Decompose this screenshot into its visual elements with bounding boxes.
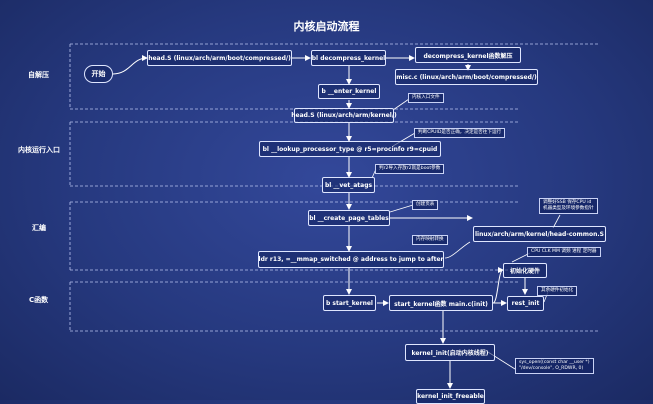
bl-lookup-processor-type-node: bl __lookup_processor_type @ r5=procinfo… xyxy=(259,141,441,157)
note-sys-open: sys_open((const char __user *) "/dev/con… xyxy=(515,358,594,374)
connector xyxy=(112,55,148,75)
note-head-common: 调整好SSB 保存CPU id 机器类型及环境参数指针 xyxy=(539,198,598,214)
start-kernel-main-node: start_kernel函数 main.c(init) xyxy=(389,295,493,311)
init-hardware-node: 初始化硬件 xyxy=(503,263,547,278)
head-common-node: linux/arch/arm/kernel/head-common.S xyxy=(473,226,606,242)
note-kernel-entry-file: 内核入口文件 xyxy=(408,93,444,103)
flow-connectors xyxy=(112,55,528,389)
b-enter-kernel-node: b __enter_kernel xyxy=(318,84,380,99)
note-check-r2: 判r2导入存放r2就是boot参数 xyxy=(375,164,445,174)
section-label-kernel-entry: 内核运行入口 xyxy=(18,146,60,154)
head-compressed-node: head.S (linux/arch/arm/boot/compressed/) xyxy=(147,50,292,66)
misc-c-node: misc.c (linux/arch/arm/boot/compressed/) xyxy=(395,69,538,85)
rest-init-node: rest_init xyxy=(507,296,544,311)
note-leader xyxy=(552,214,561,229)
connector xyxy=(492,267,504,304)
note-leader xyxy=(389,204,414,213)
start-node: 开始 xyxy=(84,65,113,83)
note-other-hw-init: 其余硬件初始化 xyxy=(537,286,578,296)
note-hardware: CPU CLK MM 调频 进程 定时器 xyxy=(527,247,601,257)
ldr-mmap-switched-node: ldr r13, =__mmap_switched @ address to j… xyxy=(258,251,444,268)
kernel-init-node: kernel_init(启动内核线程) xyxy=(405,344,495,361)
section-label-c-function: C函数 xyxy=(29,296,49,304)
bl-decompress-kernel-node: bl decompress_kernel xyxy=(311,50,386,66)
note-create-page-table: 创建页表 xyxy=(412,200,439,210)
decompress-kernel-func-node: decompress_kernel函数解压 xyxy=(415,47,521,63)
note-leader xyxy=(444,241,471,259)
bl-vet-atags-node: bl __vet_atags xyxy=(322,177,375,193)
section-label-decompress: 自解压 xyxy=(28,71,49,79)
note-leader xyxy=(392,98,410,111)
bl-create-page-tables-node: bl __create_page_tables xyxy=(308,210,390,226)
kernel-init-freeable-node: kernel_init_freeable xyxy=(416,389,485,404)
note-memory-map: 内存映射转换 xyxy=(412,235,448,245)
b-start-kernel-node: b start_kernel xyxy=(323,295,376,311)
section-label-assembly: 汇编 xyxy=(32,224,46,232)
head-kernel-node: head.S (linux/arch/arm/kernel/) xyxy=(291,108,397,123)
diagram-title: 内核启动流程 xyxy=(293,20,360,33)
note-check-cpuid: 判断CPUID是否正确，决定是否往下运行 xyxy=(414,128,506,138)
